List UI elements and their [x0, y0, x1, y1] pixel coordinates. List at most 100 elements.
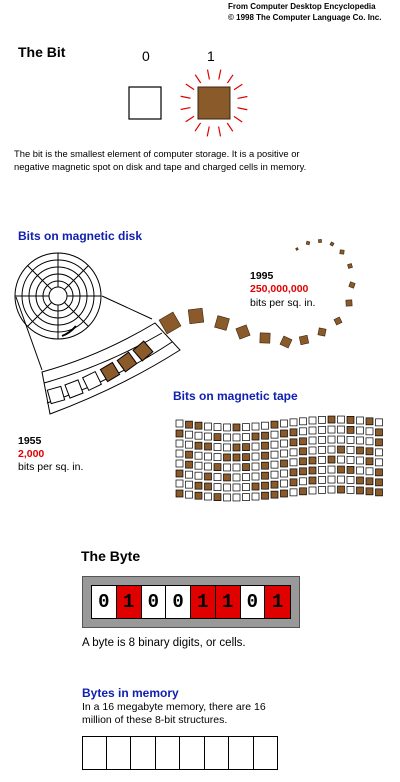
tape-bit-cell [346, 436, 355, 444]
trail-bit [345, 299, 353, 307]
tape-bit-cell [365, 467, 374, 476]
memory-cell [229, 736, 254, 770]
tape-bit-cell [365, 477, 374, 486]
memory-title: Bytes in memory [82, 686, 179, 700]
tape-bit-cell [299, 487, 307, 496]
tape-bit-cell [289, 468, 298, 477]
glow-ray [218, 69, 222, 80]
tape-bit-cell [251, 472, 260, 481]
memory-byte-cells [82, 736, 278, 770]
tape-bit-cell [308, 486, 317, 495]
glow-ray [206, 126, 210, 137]
tape-bit-cell [223, 443, 231, 452]
tape-bit-cell [185, 460, 193, 469]
tape-bit-cell [175, 489, 184, 498]
bit-density-trail [158, 238, 356, 349]
tape-bit-cell [251, 432, 260, 441]
density-1995-unit: bits per sq. in. [250, 297, 316, 309]
tape-bit-cell [194, 441, 203, 450]
tape-bit-cell [289, 448, 298, 457]
trail-bit [339, 249, 345, 255]
tape-bit-cell [299, 477, 307, 486]
tape-bit-cell [242, 463, 250, 471]
tape-bit-cell [365, 487, 374, 496]
disk-read-mark [61, 325, 77, 337]
trail-bit [305, 240, 311, 246]
glow-ray [226, 74, 234, 84]
tape-bit-cell [280, 449, 288, 458]
bit-one-cell [197, 86, 231, 120]
tape-bit-cell [318, 446, 326, 454]
tape-bit-cell [327, 485, 336, 494]
glow-ray [185, 115, 195, 123]
tape-bit-cell [261, 441, 269, 450]
tape-bit-cell [365, 417, 374, 426]
glow-ray [180, 95, 191, 99]
tape-bit-cell [289, 428, 298, 437]
tape-bit-cell [204, 472, 212, 481]
tape-bit-cell [356, 476, 364, 485]
tape-bit-cell [270, 450, 279, 459]
tape-bit-cell [194, 461, 203, 470]
tape-bit-cell [232, 493, 241, 502]
bit-zero-label: 0 [142, 48, 150, 64]
tape-bit-cell [346, 476, 355, 484]
tape-illustration [175, 415, 383, 502]
track-bit-cell [64, 379, 84, 399]
tape-bit-cell [261, 491, 269, 500]
tape-bit-cell [270, 420, 279, 429]
tape-bit-cell [270, 490, 279, 499]
trail-bit [158, 311, 182, 335]
tape-bit-cell [175, 469, 184, 478]
tape-bit-cell [242, 443, 250, 451]
tape-bit-cell [346, 426, 355, 434]
tape-bit-cell [337, 465, 345, 474]
tape-bit-cell [327, 475, 336, 484]
disk-illustration [14, 238, 356, 415]
tape-bit-cell [289, 478, 298, 487]
disk-sector-line [64, 302, 89, 327]
byte-bit-cell: 1 [116, 586, 142, 618]
tape-bit-cell [232, 463, 241, 472]
tape-bit-cell [213, 443, 222, 451]
tape-bit-cell [175, 449, 184, 458]
tape-bit-cell [308, 446, 317, 455]
byte-title: The Byte [81, 548, 141, 564]
tape-bit-cell [175, 459, 184, 468]
tape-bit-cell [251, 452, 260, 461]
year-1955-label: 1955 [18, 435, 42, 447]
tape-bit-cell [204, 422, 212, 431]
tape-bit-cell [308, 466, 317, 475]
tape-bit-cell [375, 478, 383, 487]
tape-bit-cell [213, 463, 222, 471]
memory-description-line2: million of these 8-bit structures. [82, 714, 228, 726]
tape-bit-cell [261, 461, 269, 470]
tape-bit-cell [327, 415, 336, 424]
trail-bit [187, 307, 205, 325]
tape-bit-cell [232, 483, 241, 492]
trail-bit [214, 315, 230, 331]
memory-cell [131, 736, 156, 770]
tape-bit-cell [327, 445, 336, 454]
tape-bit-cell [194, 421, 203, 430]
tape-bit-cell [337, 435, 345, 444]
tape-bit-cell [194, 451, 203, 460]
credit-copyright: © 1998 The Computer Language Co. Inc. [228, 13, 382, 22]
tape-bit-cell [204, 442, 212, 451]
tape-bit-cell [308, 416, 317, 425]
tape-bit-cell [232, 423, 241, 432]
tape-bit-cell [232, 433, 241, 442]
tape-bit-cell [242, 483, 250, 491]
tape-bit-cell [270, 480, 279, 489]
tape-bit-cell [242, 433, 250, 441]
tape-bit-cell [356, 446, 364, 455]
tape-title: Bits on magnetic tape [173, 389, 298, 403]
tape-bit-cell [213, 483, 222, 491]
tape-bit-cell [175, 419, 184, 428]
tape-bit-cell [251, 492, 260, 501]
tape-bit-cell [375, 448, 383, 457]
tape-bit-cell [318, 456, 326, 464]
tape-bit-cell [308, 426, 317, 435]
byte-bit-cell: 1 [191, 586, 216, 618]
tape-bit-cell [346, 466, 355, 474]
